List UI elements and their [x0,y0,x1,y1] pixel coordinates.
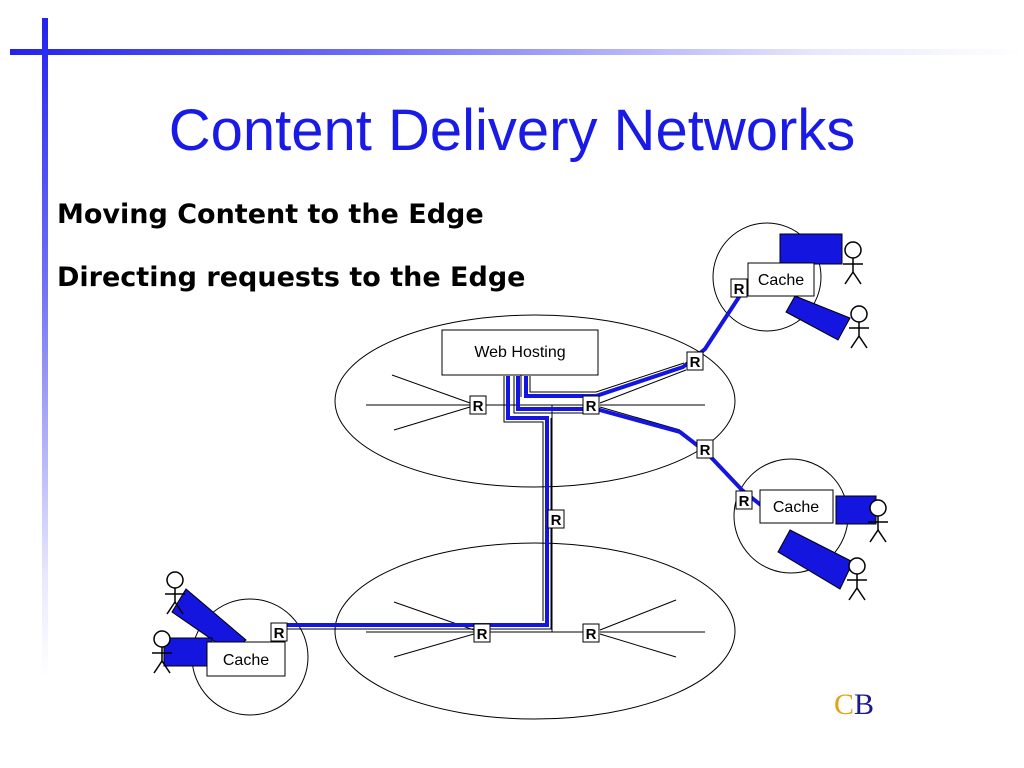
wedge-top-2 [785,295,851,341]
logo: CB [834,688,874,722]
user-icon-left-2 [152,630,172,674]
router-lower-right: R [582,623,600,643]
svg-text:R: R [274,625,285,642]
logo-letter-b: B [854,688,875,721]
cache-label-left: Cache [223,652,269,669]
router-middle: R [547,509,565,529]
router-upper-left: R [469,395,487,415]
router-right-link: R [696,439,714,459]
web-hosting-label: Web Hosting [474,344,565,361]
cache-box-left [206,641,286,677]
svg-text:R: R [477,626,488,643]
logo-letter-c: C [834,688,855,721]
lower-network-links [366,405,705,658]
user-icon-right-2 [847,557,867,601]
router-top-link: R [686,351,704,371]
wedge-top-1 [779,233,843,265]
cache-box-top [747,262,815,297]
bullet-directing-requests: Directing requests to the Edge [57,262,526,293]
request-wedges [163,233,877,667]
wedge-right-2 [777,529,854,590]
upper-network [334,314,736,488]
svg-text:R: R [551,512,562,529]
user-icon-top-1 [843,241,863,285]
lower-network [334,542,736,720]
cache-label-right: Cache [773,499,819,516]
router-lower-left: R [473,623,491,643]
wedge-left-2 [163,637,213,667]
cache-label-top: Cache [758,272,804,289]
router-right-cache: R [735,490,753,510]
user-icon-top-2 [849,305,869,349]
bullet-moving-content: Moving Content to the Edge [57,199,484,230]
cache-site-top [712,222,822,332]
path-to-left-cache [282,376,549,627]
left-accent-bar [42,18,48,678]
users [152,241,888,674]
svg-text:R: R [739,493,750,510]
router-top-cache: R [730,278,748,298]
slide-title: Content Delivery Networks [168,98,856,163]
router-left-cache: R [270,622,288,642]
wedge-right-1 [835,495,877,525]
web-hosting-box [441,329,599,376]
svg-text:R: R [700,442,711,459]
svg-text:R: R [690,354,701,371]
svg-text:R: R [473,398,484,415]
svg-text:R: R [586,398,597,415]
routers: R R R R R R R R R R [270,278,753,643]
path-to-right-cache [516,376,764,508]
svg-text:R: R [734,281,745,298]
router-upper-right: R [582,395,600,415]
user-icon-right-1 [868,499,888,543]
upper-network-links [366,369,705,431]
title-underline-bar [10,49,1024,55]
path-outlines [282,362,685,630]
user-icon-left-1 [165,571,185,615]
svg-text:R: R [586,626,597,643]
cache-box-right [759,489,834,524]
